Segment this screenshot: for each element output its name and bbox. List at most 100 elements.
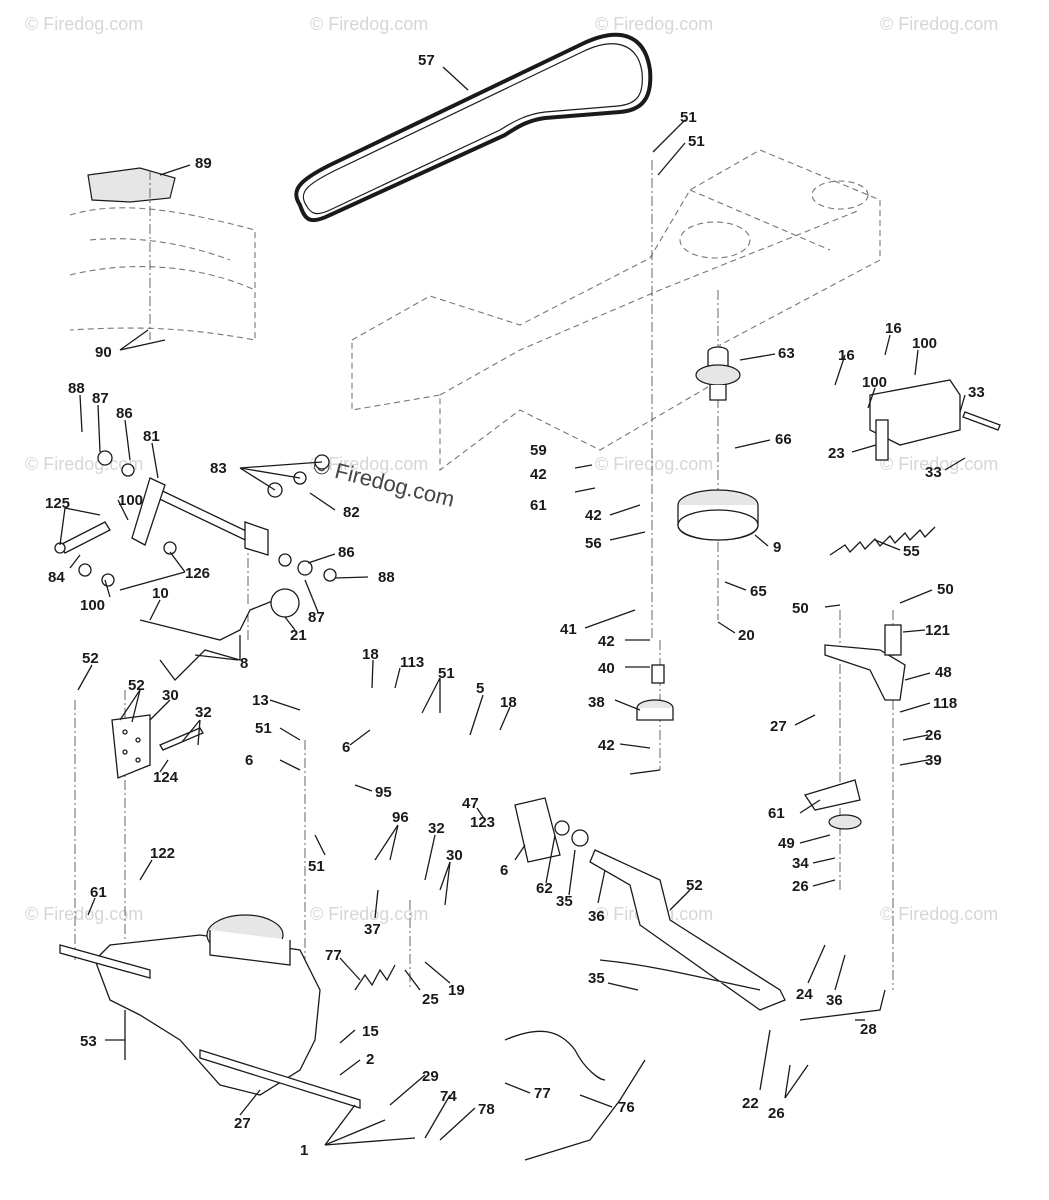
part-label: 42 — [598, 633, 615, 650]
watermark: © Firedog.com — [880, 14, 998, 34]
part-label: 123 — [470, 814, 495, 831]
part-label: 126 — [185, 565, 210, 582]
watermark: © Firedog.com — [880, 454, 998, 474]
spring-55 — [829, 526, 936, 556]
pedal-shaft — [504, 797, 886, 1161]
part-label: 19 — [448, 982, 465, 999]
part-label: 9 — [773, 539, 781, 556]
part-label: 87 — [92, 390, 109, 407]
part-label: 35 — [556, 893, 573, 910]
part-label: 23 — [828, 445, 845, 462]
part-label: 10 — [152, 585, 169, 602]
watermark: © Firedog.com — [595, 14, 713, 34]
part-label: 95 — [375, 784, 392, 801]
part-label: 63 — [778, 345, 795, 362]
part-label: 33 — [925, 464, 942, 481]
idler-arm — [803, 624, 906, 830]
part-label: 36 — [588, 908, 605, 925]
part-label: 32 — [195, 704, 212, 721]
part-label: 61 — [90, 884, 107, 901]
part-label: 66 — [775, 431, 792, 448]
watermark: © Firedog.com — [25, 454, 143, 474]
part-label: 53 — [80, 1033, 97, 1050]
spring-25 — [354, 964, 396, 991]
bracket-assembly-right — [869, 379, 1001, 461]
part-label: 50 — [937, 581, 954, 598]
part-label: 118 — [933, 695, 957, 712]
part-label: 51 — [438, 665, 455, 682]
part-label: 26 — [792, 878, 809, 895]
part-label: 65 — [750, 583, 767, 600]
part-label: 52 — [686, 877, 703, 894]
part-label: 78 — [478, 1101, 495, 1118]
part-label: 24 — [796, 986, 813, 1003]
part-label: 8 — [240, 655, 248, 672]
part-label: 39 — [925, 752, 942, 769]
part-label: 30 — [162, 687, 179, 704]
part-label: 51 — [255, 720, 272, 737]
part-label: 51 — [680, 109, 697, 126]
part-label: 86 — [338, 544, 355, 561]
part-label: 124 — [153, 769, 179, 786]
part-label: 84 — [48, 569, 65, 586]
part-label: 32 — [428, 820, 445, 837]
part-label: 35 — [588, 970, 605, 987]
idler-pulley — [636, 664, 674, 721]
part-labels: 57 89 51 51 90 63 16 16 100 100 88 87 86… — [45, 52, 985, 1159]
part-label: 61 — [530, 497, 547, 514]
seat-outline — [69, 207, 256, 341]
part-label: 96 — [392, 809, 409, 826]
part-label: 26 — [768, 1105, 785, 1122]
part-label: 90 — [95, 344, 112, 361]
part-label: 122 — [150, 845, 175, 862]
part-label: 59 — [530, 442, 547, 459]
part-label: 52 — [128, 677, 145, 694]
part-label: 113 — [400, 654, 424, 671]
part-label: 100 — [862, 374, 887, 391]
drive-belt — [294, 32, 653, 223]
part-label: 74 — [440, 1088, 457, 1105]
part-label: 82 — [343, 504, 360, 521]
part-label: 15 — [362, 1023, 379, 1040]
part-label: 28 — [860, 1021, 877, 1038]
watermark: © Firedog.com — [310, 14, 428, 34]
part-label: 88 — [378, 569, 395, 586]
electric-clutch — [677, 489, 759, 541]
part-label: 18 — [362, 646, 379, 663]
part-label: 38 — [588, 694, 605, 711]
watermark: © Firedog.com — [880, 904, 998, 924]
part-label: 27 — [770, 718, 787, 735]
part-label: 100 — [118, 492, 143, 509]
part-label: 86 — [116, 405, 133, 422]
part-label: 100 — [912, 335, 937, 352]
seat-pan-part — [87, 167, 176, 203]
watermark: © Firedog.com — [310, 904, 428, 924]
part-label: 18 — [500, 694, 517, 711]
part-label: 16 — [838, 347, 855, 364]
part-label: 6 — [245, 752, 253, 769]
part-label: 57 — [418, 52, 435, 69]
part-label: 55 — [903, 543, 920, 560]
transaxle — [59, 914, 361, 1109]
watermark: © Firedog.com — [595, 454, 713, 474]
part-label: 26 — [925, 727, 942, 744]
part-label: 22 — [742, 1095, 759, 1112]
leader-lines — [59, 66, 966, 1146]
part-label: 6 — [342, 739, 350, 756]
part-label: 25 — [422, 991, 439, 1008]
part-label: 125 — [45, 495, 70, 512]
part-label: 81 — [143, 428, 160, 445]
part-label: 51 — [688, 133, 705, 150]
part-label: 88 — [68, 380, 85, 397]
part-label: 27 — [234, 1115, 251, 1132]
part-label: 77 — [325, 947, 342, 964]
part-label: 33 — [968, 384, 985, 401]
part-label: 13 — [252, 692, 269, 709]
part-label: 61 — [768, 805, 785, 822]
bracket-assembly-left — [111, 714, 204, 779]
part-label: 1 — [300, 1142, 308, 1159]
part-label: 42 — [585, 507, 602, 524]
part-label: 21 — [290, 627, 307, 644]
watermark: © Firedog.com — [25, 904, 143, 924]
